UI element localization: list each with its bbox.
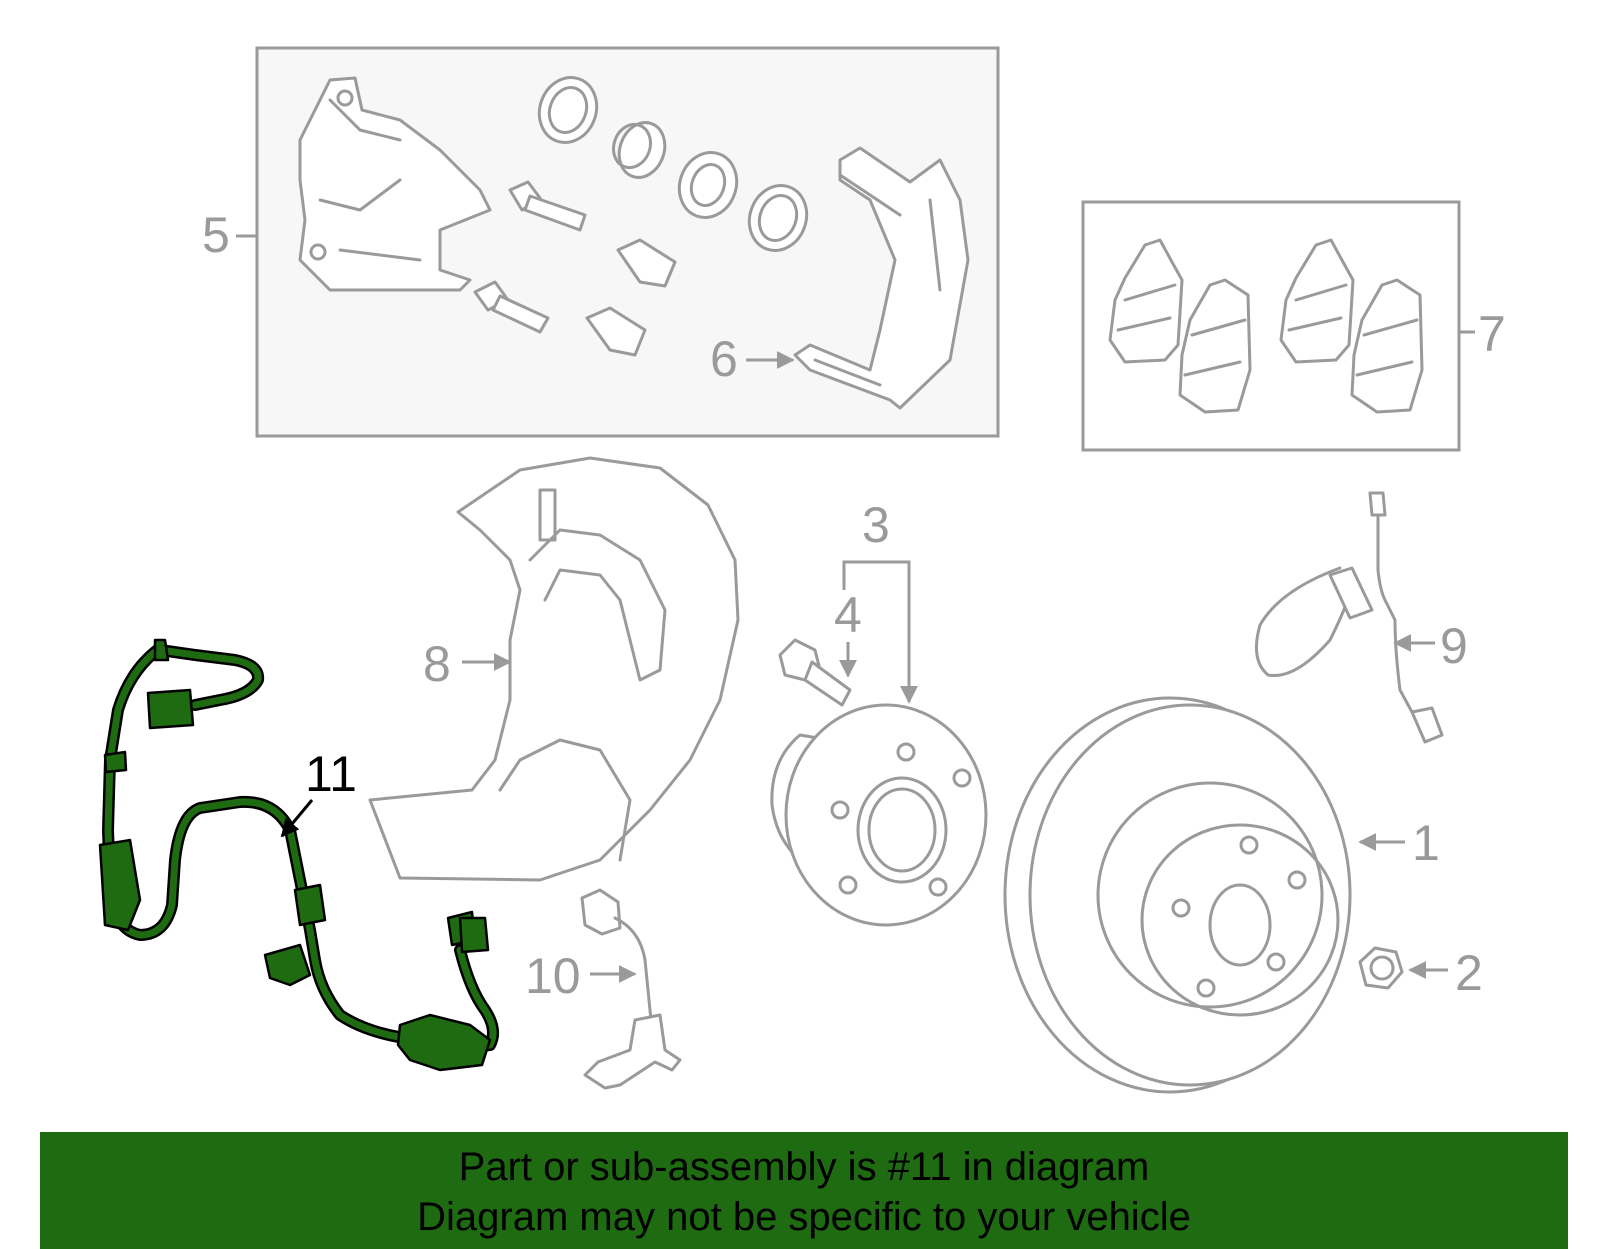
guide-bolt-1 [508,180,587,232]
callout-1: 1 [1412,815,1440,871]
info-banner: Part or sub-assembly is #11 in diagram D… [40,1132,1568,1249]
dust-shield: 8 [368,456,740,882]
banner-line-2: Diagram may not be specific to your vehi… [417,1195,1191,1239]
caliper-assembly-box: 5 6 [202,46,1000,438]
brake-pad-1 [1108,238,1184,364]
banner-line-1: Part or sub-assembly is #11 in diagram [458,1145,1150,1189]
bushing-1 [616,238,677,288]
leader-3 [842,560,918,704]
seal-ring-2 [747,184,809,252]
callout-3: 3 [862,497,890,553]
wheel-hub [770,703,988,927]
bushing-2 [585,306,647,357]
abs-wire-harness-highlighted [98,638,500,1072]
abs-speed-sensor [580,888,682,1090]
piston [677,151,739,219]
brake-pad-3 [1279,238,1355,364]
callout-7: 7 [1478,306,1506,362]
pad-wear-sensor [1254,491,1444,744]
brake-rotor [1003,696,1352,1094]
leader-11 [280,799,314,838]
callout-11: 11 [305,746,357,802]
hub-nut [1358,946,1404,990]
brake-pads-box: 7 [1081,200,1506,452]
callout-6: 6 [710,331,738,387]
caliper-bracket [793,146,970,410]
callout-5: 5 [202,207,230,263]
guide-bolt-2 [473,280,550,334]
callout-9: 9 [1440,618,1468,674]
seal-ring-1 [537,76,599,144]
brake-pad-2 [1178,278,1252,414]
callout-8: 8 [423,636,451,692]
wheel-stud [778,638,852,707]
callout-2: 2 [1455,945,1483,1001]
piston-boot [611,121,667,179]
callout-4: 4 [834,587,862,643]
caliper-body [298,76,492,292]
callout-10: 10 [525,948,581,1004]
brake-pad-4 [1350,278,1424,414]
